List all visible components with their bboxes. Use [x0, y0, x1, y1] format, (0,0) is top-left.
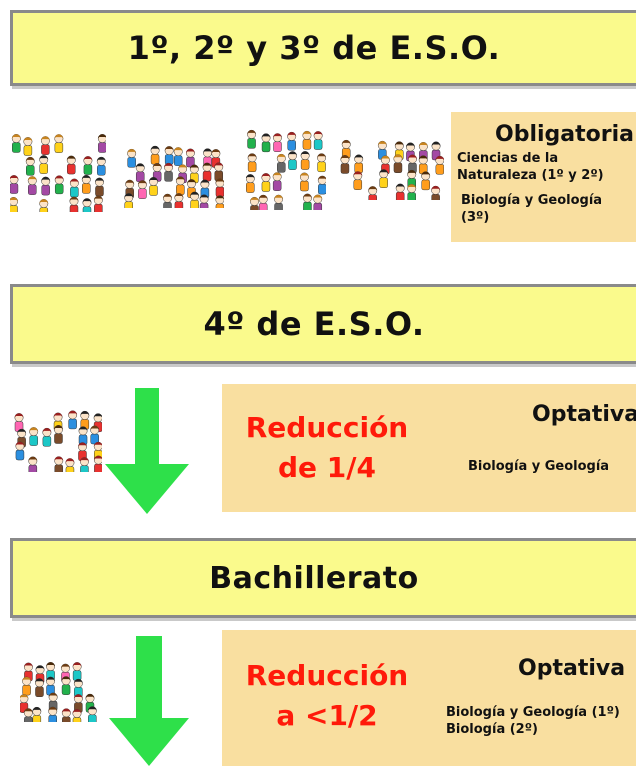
banner-bachillerato-label: Bachillerato — [209, 560, 419, 596]
reduction-bach-line-2: a <1/2 — [276, 699, 378, 732]
reduction-bach-line-1: Reducción — [245, 659, 409, 692]
crowd-illustration-6 — [20, 662, 97, 722]
reduction-4eso-line-2: de 1/4 — [278, 451, 376, 484]
crowd-illustration-5 — [14, 410, 102, 472]
down-arrow-icon — [105, 388, 189, 514]
banner-eso-1-2-3: 1º, 2º y 3º de E.S.O. — [10, 10, 636, 86]
obligatoria-line-2: Naturaleza (1º y 2º) — [457, 168, 604, 183]
optativa-4eso-title: Optativa — [532, 402, 636, 427]
optativa-bach-line-1: Biología y Geología (1º) — [446, 705, 620, 720]
optativa-4eso-panel: Reducción de 1/4 Optativa Biología y Geo… — [222, 384, 636, 512]
optativa-bach-title: Optativa — [518, 656, 626, 681]
crowd-illustration-2 — [124, 145, 224, 208]
optativa-bach-panel: Reducción a <1/2 Optativa Biología y Geo… — [222, 630, 636, 766]
banner-eso-4-label: 4º de E.S.O. — [203, 305, 425, 343]
reduction-text-4eso: Reducción de 1/4 — [242, 408, 412, 488]
optativa-4eso-subject: Biología y Geología — [468, 459, 610, 474]
banner-eso-4: 4º de E.S.O. — [10, 284, 636, 364]
optativa-bach-line-2: Biología (2º) — [446, 722, 539, 737]
down-arrow-icon — [109, 636, 189, 766]
obligatoria-line-1: Ciencias de la — [457, 151, 559, 166]
obligatoria-panel: Obligatoria Ciencias de la Naturaleza (1… — [451, 112, 636, 242]
obligatoria-line-3: Biología y Geología — [461, 193, 603, 208]
crowd-illustration-4 — [340, 139, 444, 200]
obligatoria-line-4: (3º) — [461, 210, 490, 225]
obligatoria-title: Obligatoria — [495, 122, 634, 147]
banner-eso-1-2-3-label: 1º, 2º y 3º de E.S.O. — [127, 29, 501, 67]
crowd-illustration-3 — [246, 129, 326, 210]
reduction-text-bach: Reducción a <1/2 — [242, 656, 412, 736]
banner-bachillerato: Bachillerato — [10, 538, 636, 618]
crowd-illustration-1 — [10, 134, 106, 212]
reduction-4eso-line-1: Reducción — [245, 411, 409, 444]
